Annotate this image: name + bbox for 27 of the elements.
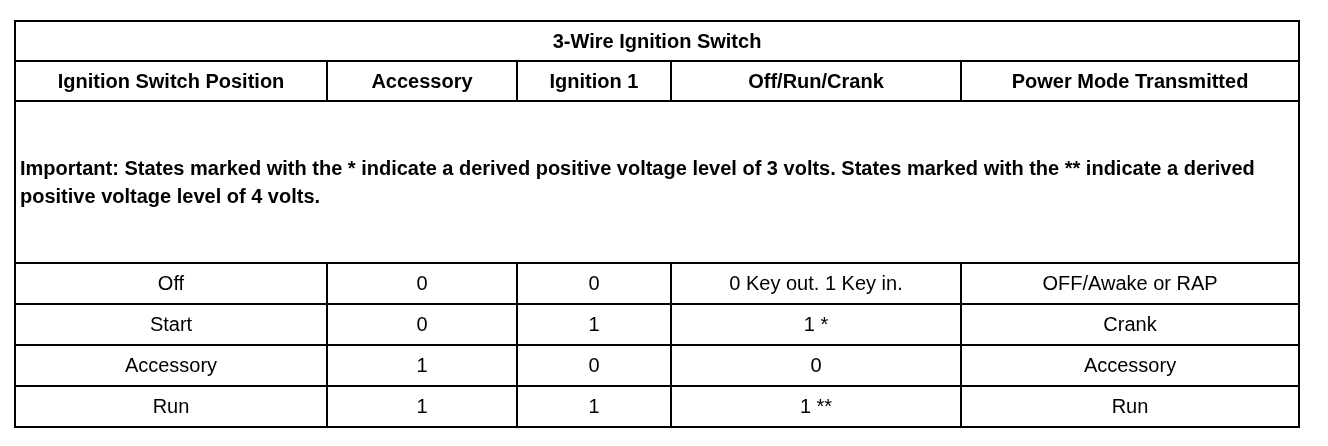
table-cell: 0	[517, 345, 671, 386]
table-cell: 1	[517, 304, 671, 345]
table-cell: 0	[327, 304, 517, 345]
table-cell: Start	[15, 304, 327, 345]
table-cell: 1	[517, 386, 671, 427]
table-cell: 0	[671, 345, 961, 386]
table-title: 3-Wire Ignition Switch	[15, 21, 1300, 61]
table-cell: Accessory	[961, 345, 1300, 386]
table-cell: 0	[517, 263, 671, 304]
table-cell: 0 Key out. 1 Key in.	[671, 263, 961, 304]
table-cell: Accessory	[15, 345, 327, 386]
table-cell: 0	[327, 263, 517, 304]
column-header: Ignition Switch Position	[15, 61, 327, 101]
column-header: Accessory	[327, 61, 517, 101]
table-cell: Run	[15, 386, 327, 427]
table-cell: Run	[961, 386, 1300, 427]
table-cell: OFF/Awake or RAP	[961, 263, 1300, 304]
table-cell: 1 *	[671, 304, 961, 345]
column-header: Ignition 1	[517, 61, 671, 101]
table-cell: 1 **	[671, 386, 961, 427]
note-text: Important: States marked with the * indicate a derived positive voltage level of 3 volts. States marked with the ** indicate a derived positive voltage level of 4 volts.	[15, 101, 1300, 263]
table-cell: 1	[327, 345, 517, 386]
column-header: Off/Run/Crank	[671, 61, 961, 101]
column-header: Power Mode Transmitted	[961, 61, 1300, 101]
table-cell: Off	[15, 263, 327, 304]
table-cell: Crank	[961, 304, 1300, 345]
table-cell: 1	[327, 386, 517, 427]
